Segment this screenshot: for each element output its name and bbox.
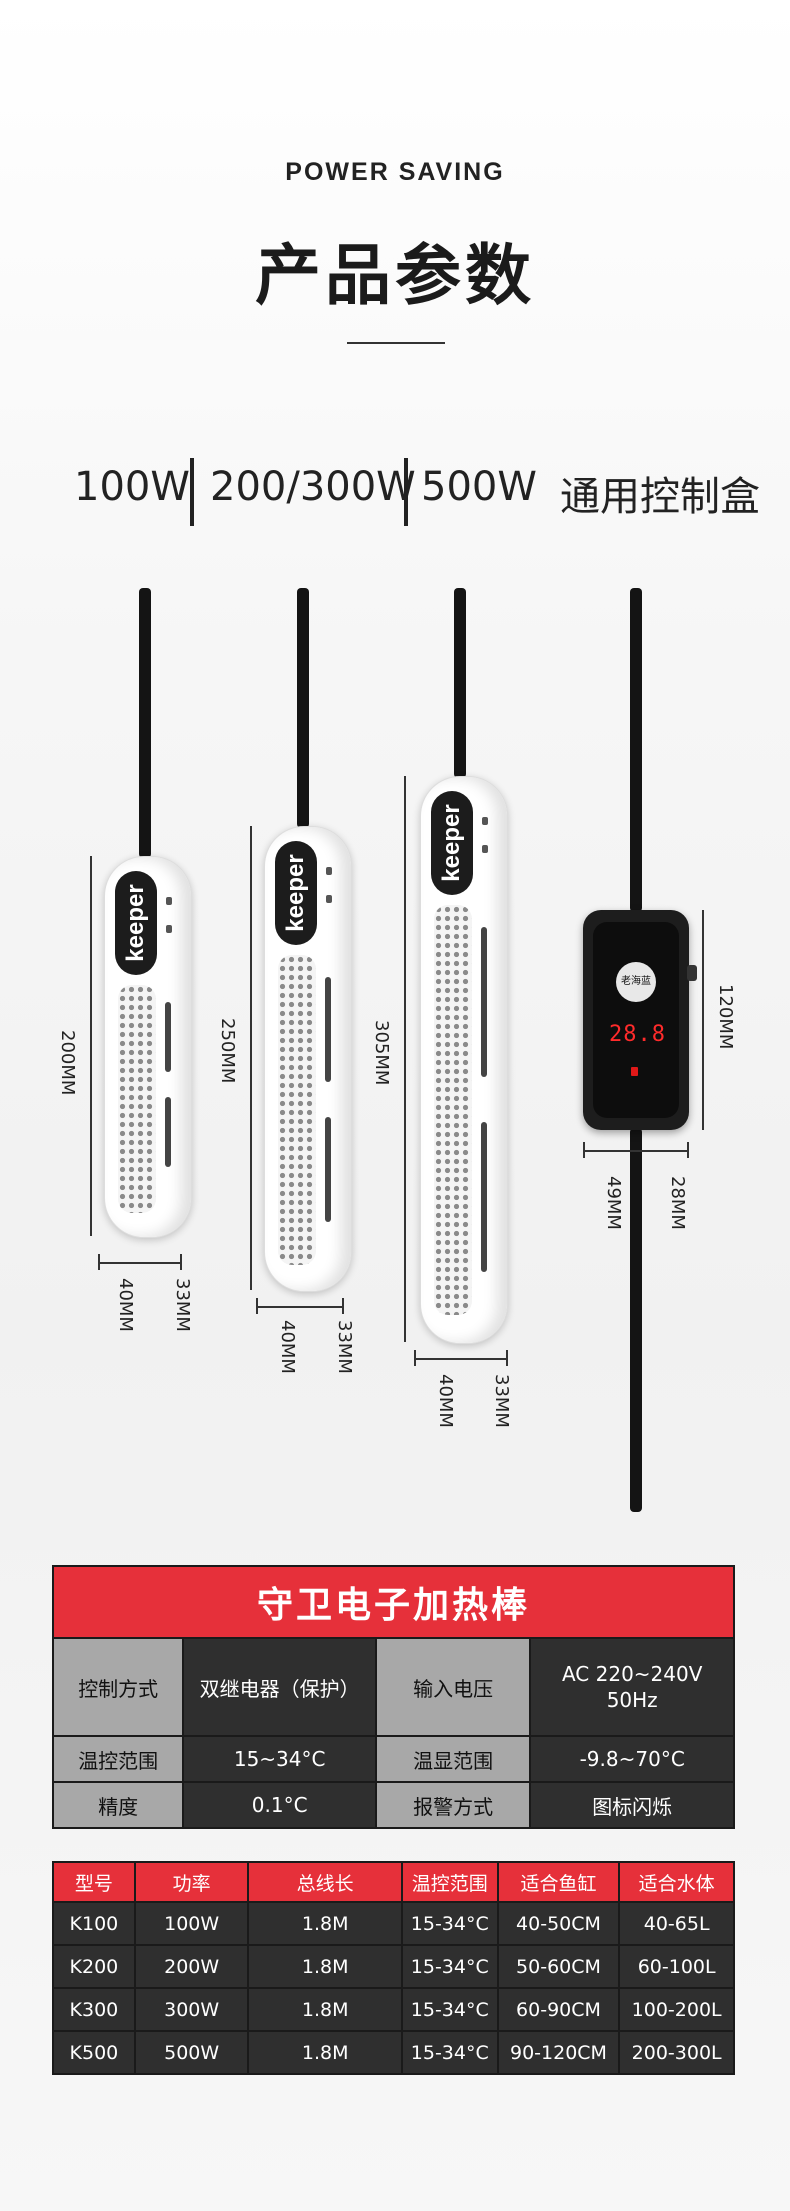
temperature-display: 28.8 xyxy=(609,1022,666,1047)
cell-power: 100W xyxy=(133,1901,250,1946)
model-labels: 100W 200/300W 500W 通用控制盒 xyxy=(0,458,790,528)
cell-tank-size: 60-90CM xyxy=(496,1987,621,2032)
dim-width-100w: 40MM xyxy=(115,1278,136,1332)
dim-ctrl-width: 49MM xyxy=(603,1176,624,1230)
dim-ctrl-depth: 28MM xyxy=(667,1176,688,1230)
controller-cable xyxy=(630,588,642,912)
column-header: 总线长 xyxy=(247,1861,403,1903)
column-header: 适合鱼缸 xyxy=(496,1861,621,1903)
dim-depth-200w: 33MM xyxy=(334,1320,355,1374)
heater-100w-image: keeper xyxy=(104,856,192,1238)
cell-water-volume: 200-300L xyxy=(618,2030,735,2075)
heater-200-300w-image: keeper xyxy=(264,826,352,1292)
table-row: K100 100W 1.8M 15-34°C 40-50CM 40-65L xyxy=(52,1901,735,1946)
dim-height-500w: 305MM xyxy=(371,1020,392,1086)
dim-depth-500w: 33MM xyxy=(491,1374,512,1428)
model-separator xyxy=(190,458,194,526)
spec-value: 双继电器（保护） xyxy=(182,1637,377,1737)
controller-cable xyxy=(630,1128,642,1512)
cell-cable-length: 1.8M xyxy=(247,1987,403,2032)
keeper-badge: keeper xyxy=(275,841,317,945)
cell-cable-length: 1.8M xyxy=(247,2030,403,2075)
heater-vent-pattern xyxy=(118,985,156,1213)
cell-cable-length: 1.8M xyxy=(247,1944,403,1989)
cell-temp-range: 15-34°C xyxy=(400,1901,499,1946)
dim-height-100w: 200MM xyxy=(57,1030,78,1096)
dim-width-200w: 40MM xyxy=(277,1320,298,1374)
spec-key: 报警方式 xyxy=(374,1781,532,1829)
spec-key: 控制方式 xyxy=(51,1637,185,1737)
spec-key: 精度 xyxy=(51,1781,185,1829)
table-row: K200 200W 1.8M 15-34°C 50-60CM 60-100L xyxy=(52,1944,735,1989)
cell-cable-length: 1.8M xyxy=(247,1901,403,1946)
spec-key: 温显范围 xyxy=(374,1735,532,1783)
controller-box-image: 老海蓝 28.8 xyxy=(583,910,697,1130)
cell-model: K200 xyxy=(52,1944,136,1989)
table-row: K300 300W 1.8M 15-34°C 60-90CM 100-200L xyxy=(52,1987,735,2032)
heater-500w-image: keeper xyxy=(420,776,508,1344)
dim-depth-100w: 33MM xyxy=(172,1278,193,1332)
cell-tank-size: 40-50CM xyxy=(496,1901,621,1946)
dim-ctrl-height: 120MM xyxy=(715,984,736,1050)
cell-tank-size: 50-60CM xyxy=(496,1944,621,1989)
spec-table: 守卫电子加热棒 控制方式 双继电器（保护） 输入电压 AC 220~240V 5… xyxy=(51,1565,735,1829)
controller-logo: 老海蓝 xyxy=(616,962,656,1002)
dim-height-200w: 250MM xyxy=(217,1018,238,1084)
eyebrow-label: POWER SAVING xyxy=(285,158,505,186)
spec-table-title: 守卫电子加热棒 xyxy=(52,1565,735,1639)
cell-water-volume: 100-200L xyxy=(618,1987,735,2032)
spec-value: 0.1°C xyxy=(182,1781,377,1829)
model-table-header: 型号 功率 总线长 温控范围 适合鱼缸 适合水体 xyxy=(52,1861,735,1903)
spec-value: -9.8~70°C xyxy=(529,1735,735,1783)
model-separator xyxy=(404,458,408,526)
cell-water-volume: 60-100L xyxy=(618,1944,735,1989)
title-divider xyxy=(347,342,445,344)
model-label-controller: 通用控制盒 xyxy=(560,474,760,520)
spec-key: 温控范围 xyxy=(51,1735,185,1783)
cell-power: 300W xyxy=(133,1987,250,2032)
spec-value-line: 50Hz xyxy=(606,1688,658,1712)
heater-cable xyxy=(139,588,151,858)
heater-vent-pattern xyxy=(278,955,316,1265)
cell-model: K100 xyxy=(52,1901,136,1946)
cell-temp-range: 15-34°C xyxy=(400,2030,499,2075)
spec-value: 15~34°C xyxy=(182,1735,377,1783)
cell-power: 200W xyxy=(133,1944,250,1989)
spec-key: 输入电压 xyxy=(374,1637,532,1737)
page-title: 产品参数 xyxy=(255,237,535,314)
model-label-200-300w: 200/300W xyxy=(210,464,416,510)
table-row: K500 500W 1.8M 15-34°C 90-120CM 200-300L xyxy=(52,2030,735,2075)
column-header: 型号 xyxy=(52,1861,136,1903)
cell-temp-range: 15-34°C xyxy=(400,1987,499,2032)
heater-vent-pattern xyxy=(434,905,472,1315)
model-label-100w: 100W xyxy=(74,464,190,510)
column-header: 功率 xyxy=(133,1861,250,1903)
column-header: 适合水体 xyxy=(618,1861,735,1903)
model-table: 型号 功率 总线长 温控范围 适合鱼缸 适合水体 K100 100W 1.8M … xyxy=(52,1861,735,2075)
keeper-badge: keeper xyxy=(431,791,473,895)
cell-model: K500 xyxy=(52,2030,136,2075)
keeper-badge: keeper xyxy=(115,871,157,975)
cell-water-volume: 40-65L xyxy=(618,1901,735,1946)
cell-model: K300 xyxy=(52,1987,136,2032)
spec-value: AC 220~240V 50Hz xyxy=(529,1637,735,1737)
dim-width-500w: 40MM xyxy=(435,1374,456,1428)
spec-value-line: AC 220~240V xyxy=(561,1662,703,1686)
indicator-led xyxy=(631,1067,638,1076)
cell-tank-size: 90-120CM xyxy=(496,2030,621,2075)
cell-power: 500W xyxy=(133,2030,250,2075)
heater-cable xyxy=(454,588,466,778)
model-label-500w: 500W xyxy=(421,464,537,510)
cell-temp-range: 15-34°C xyxy=(400,1944,499,1989)
heater-cable xyxy=(297,588,309,828)
column-header: 温控范围 xyxy=(400,1861,499,1903)
spec-value: 图标闪烁 xyxy=(529,1781,735,1829)
